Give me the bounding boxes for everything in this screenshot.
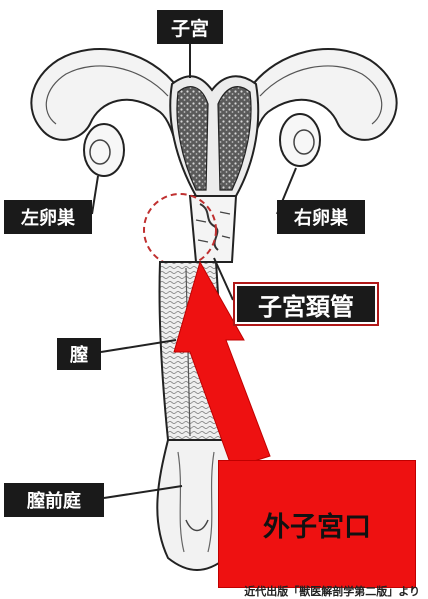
label-right-ovary: 右卵巣 [277,200,365,234]
cervix-shape [190,196,236,262]
right-uterine-horn [248,49,397,160]
label-left-ovary: 左卵巣 [4,200,92,234]
label-vestibule: 膣前庭 [4,483,104,517]
callout-text: 外子宮口 [263,505,371,544]
source-caption: 近代出版「獣医解剖学第二版」より [150,583,420,599]
left-ovary-shape [84,124,124,176]
external-os-callout: 外子宮口 [218,460,416,588]
label-cervical-canal: 子宮頚管 [233,282,379,326]
label-uterus: 子宮 [157,10,223,44]
uterine-body [170,76,258,196]
label-vagina: 膣 [57,338,101,370]
right-ovary-shape [280,114,320,166]
